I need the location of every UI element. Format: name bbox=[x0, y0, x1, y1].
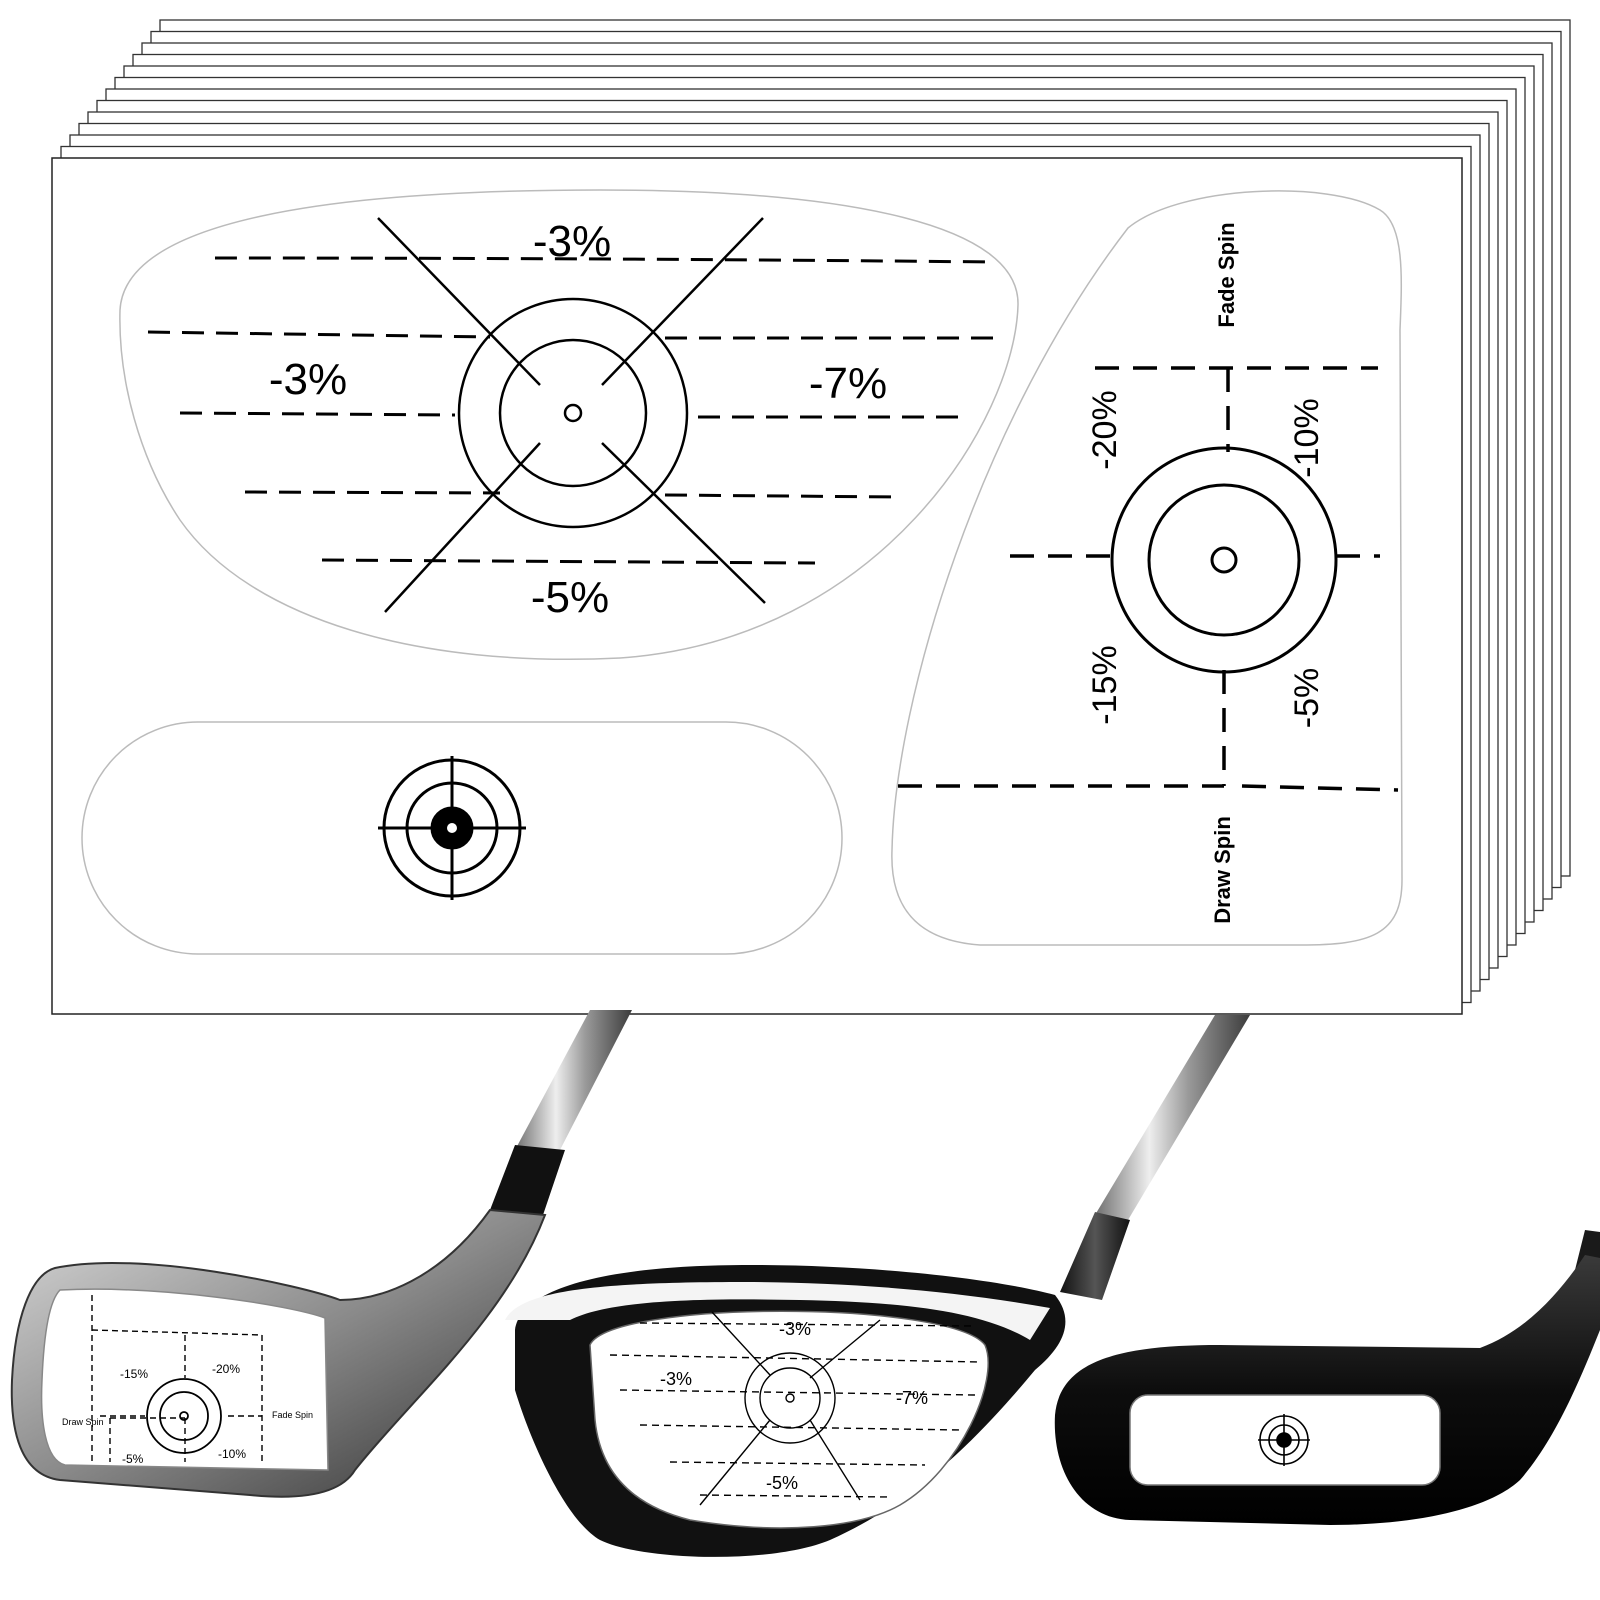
hybrid-club bbox=[1054, 1230, 1600, 1525]
iron-club: Draw Spin Fade Spin -15% -20% -5% -10% bbox=[10, 1010, 632, 1498]
driver-face-applied-sticker bbox=[589, 1310, 989, 1529]
driver-club: -3% -3% -7% -5% bbox=[505, 1015, 1250, 1557]
driver-face-top: -3% bbox=[779, 1319, 811, 1339]
driver-label-top: -3% bbox=[533, 217, 611, 266]
iron-label-fade: Fade Spin bbox=[1214, 222, 1239, 327]
crosshair-target-icon bbox=[378, 756, 526, 900]
driver-face-right: -7% bbox=[896, 1388, 928, 1408]
driver-shaft bbox=[1095, 1015, 1250, 1220]
iron-face-lower-left: -5% bbox=[122, 1452, 144, 1466]
driver-face-target bbox=[699, 1311, 881, 1506]
iron-face-sticker: Fade Spin Draw Spin -20% -10% -15% -5% bbox=[891, 190, 1403, 946]
driver-label-right: -7% bbox=[809, 359, 887, 408]
iron-target bbox=[1110, 446, 1338, 674]
iron-face-fade: Fade Spin bbox=[272, 1410, 313, 1420]
driver-sticker-outline bbox=[119, 189, 1019, 661]
iron-face-draw: Draw Spin bbox=[62, 1417, 104, 1427]
iron-dashed-lines bbox=[898, 366, 1399, 792]
iron-sticker-outline bbox=[891, 190, 1403, 946]
iron-face-upper-left: -15% bbox=[120, 1367, 148, 1381]
iron-face-upper-right: -20% bbox=[212, 1362, 240, 1376]
iron-label-upper-left: -20% bbox=[1086, 390, 1124, 469]
iron-label-lower-right: -5% bbox=[1288, 668, 1326, 728]
driver-target bbox=[377, 217, 766, 613]
iron-ferrule bbox=[490, 1145, 565, 1215]
driver-face-bottom: -5% bbox=[766, 1473, 798, 1493]
driver-crown-white bbox=[505, 1282, 1050, 1340]
driver-hosel bbox=[1060, 1212, 1130, 1300]
driver-dashed-lines bbox=[147, 256, 1000, 565]
iron-shaft bbox=[515, 1010, 632, 1150]
iron-label-lower-left: -15% bbox=[1086, 645, 1124, 724]
iron-label-draw: Draw Spin bbox=[1210, 816, 1235, 924]
driver-label-left: -3% bbox=[269, 355, 347, 404]
iron-label-upper-right: -10% bbox=[1288, 398, 1326, 477]
driver-face-sticker: -3% -3% -7% -5% bbox=[119, 189, 1019, 661]
crosshair-target-icon bbox=[1258, 1414, 1310, 1466]
driver-face-left: -3% bbox=[660, 1369, 692, 1389]
hybrid-face-sticker bbox=[81, 721, 843, 955]
iron-face-lower-right: -10% bbox=[218, 1447, 246, 1461]
driver-label-bottom: -5% bbox=[531, 573, 609, 622]
iron-face-target bbox=[146, 1378, 222, 1454]
